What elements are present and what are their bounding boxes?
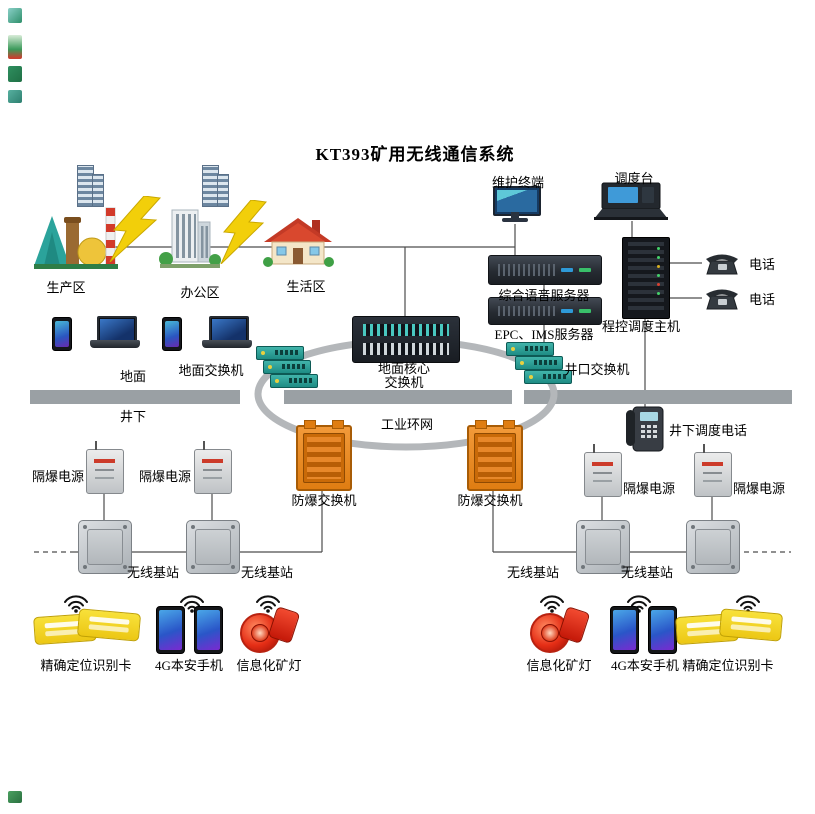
thumbnail-5[interactable] bbox=[8, 791, 22, 803]
label-ground-switch: 地面交换机 bbox=[178, 363, 244, 378]
explosion-proof-switch-left bbox=[296, 420, 352, 491]
flameproof-power-box-4 bbox=[694, 444, 732, 497]
mine-lamp-right bbox=[528, 606, 592, 654]
connection-lines bbox=[75, 221, 735, 553]
page-title: KT393矿用无线通信系统 bbox=[315, 145, 515, 164]
label-dispatch-host: 程控调度主机 bbox=[601, 319, 680, 334]
thumbnail-1[interactable] bbox=[8, 8, 22, 23]
wellhead-switch-stack bbox=[506, 342, 572, 386]
label-underground: 井下 bbox=[119, 409, 146, 424]
label-flameproof-power-1: 隔爆电源 bbox=[31, 469, 84, 484]
thumbnail-3[interactable] bbox=[8, 66, 22, 82]
core-switch-device bbox=[352, 316, 460, 363]
label-base-station-4: 无线基站 bbox=[620, 565, 673, 580]
skyscraper-icon bbox=[76, 165, 104, 207]
maintenance-terminal-monitor bbox=[492, 186, 541, 224]
label-maintenance-terminal: 维护终端 bbox=[491, 175, 544, 190]
label-industrial-ring: 工业环网 bbox=[380, 417, 433, 432]
skyscraper-icon bbox=[201, 165, 229, 207]
wifi-signal-icon bbox=[256, 595, 280, 613]
production-zone-icon bbox=[34, 207, 118, 269]
positioning-card-right bbox=[675, 608, 784, 651]
epc-ims-server-device bbox=[488, 297, 602, 325]
label-core-switch: 地面核心 交换机 bbox=[374, 362, 434, 390]
label-telephone-1: 电话 bbox=[748, 257, 775, 272]
mobile-phone-icon bbox=[52, 317, 72, 351]
label-positioning-card-right: 精确定位识别卡 bbox=[682, 658, 774, 673]
lightning-icon bbox=[109, 196, 162, 262]
label-flameproof-power-3: 隔爆电源 bbox=[622, 481, 675, 496]
thumbnail-4[interactable] bbox=[8, 90, 22, 103]
thumbnail-2[interactable] bbox=[8, 35, 22, 59]
explosion-proof-switch-right bbox=[467, 420, 523, 491]
wifi-signal-icon bbox=[64, 595, 88, 613]
voice-server-device bbox=[488, 255, 602, 285]
wireless-base-station-1 bbox=[78, 520, 132, 574]
flameproof-power-box-3 bbox=[584, 444, 622, 497]
positioning-card-left bbox=[33, 608, 142, 651]
label-ground: 地面 bbox=[119, 369, 146, 384]
mine-lamp-left bbox=[238, 606, 302, 654]
4g-phone-right bbox=[608, 605, 680, 654]
wifi-signal-icon bbox=[180, 595, 204, 613]
label-telephone-2: 电话 bbox=[748, 292, 775, 307]
office-zone-icon bbox=[159, 209, 221, 268]
telephone-icon bbox=[706, 289, 738, 310]
label-core-switch-line1: 地面核心 bbox=[377, 361, 430, 376]
label-base-station-2: 无线基站 bbox=[240, 565, 293, 580]
label-epc-ims-server: EPC、IMS服务器 bbox=[494, 327, 594, 342]
laptop-icon bbox=[202, 316, 252, 350]
wireless-base-station-4 bbox=[686, 520, 740, 574]
label-explosion-switch-right: 防爆交换机 bbox=[457, 493, 523, 508]
label-4g-phone-right: 4G本安手机 bbox=[611, 658, 679, 673]
4g-phone-left bbox=[154, 605, 226, 654]
laptop-icon bbox=[90, 316, 140, 350]
label-flameproof-power-2: 隔爆电源 bbox=[138, 469, 191, 484]
label-wellhead-switch: 井口交换机 bbox=[564, 362, 630, 377]
underground-dispatch-phone-device bbox=[626, 406, 664, 452]
label-explosion-switch-left: 防爆交换机 bbox=[291, 493, 357, 508]
telephone-icon bbox=[706, 254, 738, 275]
mobile-phone-icon bbox=[162, 317, 182, 351]
lightning-icon bbox=[220, 200, 267, 264]
label-base-station-1: 无线基站 bbox=[126, 565, 179, 580]
flameproof-power-box-2 bbox=[194, 441, 232, 494]
dispatch-console-device bbox=[594, 182, 668, 220]
label-office-zone: 办公区 bbox=[180, 285, 220, 300]
label-mine-lamp-right: 信息化矿灯 bbox=[526, 658, 592, 673]
label-flameproof-power-4: 隔爆电源 bbox=[732, 481, 785, 496]
wireless-base-station-3 bbox=[576, 520, 630, 574]
wireless-base-station-2 bbox=[186, 520, 240, 574]
dispatch-host-rack bbox=[622, 237, 670, 319]
wifi-signal-icon bbox=[540, 595, 564, 613]
label-positioning-card-left: 精确定位识别卡 bbox=[40, 658, 132, 673]
ground-switch-stack bbox=[256, 346, 318, 390]
label-dispatch-console: 调度台 bbox=[614, 171, 654, 186]
flameproof-power-box-1 bbox=[86, 441, 124, 494]
label-production-zone: 生产区 bbox=[46, 280, 86, 295]
label-underground-dispatch-phone: 井下调度电话 bbox=[668, 423, 747, 438]
label-voice-server: 综合语音服务器 bbox=[498, 288, 590, 303]
living-zone-icon bbox=[263, 218, 334, 267]
label-mine-lamp-left: 信息化矿灯 bbox=[236, 658, 302, 673]
label-living-zone: 生活区 bbox=[286, 279, 326, 294]
label-core-switch-line2: 交换机 bbox=[384, 375, 424, 390]
label-4g-phone-left: 4G本安手机 bbox=[155, 658, 223, 673]
ground-divider-bars bbox=[30, 390, 792, 404]
label-base-station-3: 无线基站 bbox=[506, 565, 559, 580]
